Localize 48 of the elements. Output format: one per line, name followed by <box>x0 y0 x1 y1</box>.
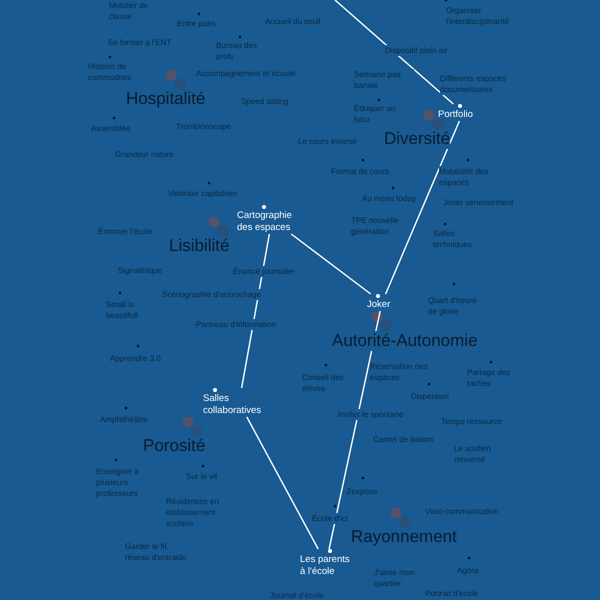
idea-label: Temps ressource <box>441 416 502 427</box>
idea-label: Énoncer l'école <box>98 226 152 237</box>
category-heading: Diversité <box>384 129 450 149</box>
idea-label: Valoriser capitaliser <box>168 188 238 199</box>
idea-label: Bureau des profs <box>216 40 260 62</box>
waypoint-node: Joker <box>367 294 397 311</box>
idea-label: Dispositif plein air <box>385 45 448 56</box>
idea-label: Speed dating <box>241 96 288 107</box>
category-heading: Autorité-Autonomie <box>332 331 478 351</box>
idea-label: Format de cours <box>331 166 390 177</box>
idea-label: Grandeur nature <box>115 149 174 160</box>
connector-line <box>290 233 372 295</box>
waypoint-node: Salles collaboratives <box>203 388 275 417</box>
idea-label: Jouer sérieusement <box>443 197 514 208</box>
idea-label: Sur le vif <box>186 471 218 482</box>
idea-label: Le cours inversé <box>298 136 357 147</box>
idea-label: Trombinoscope <box>176 121 231 132</box>
idea-label: Entre pairs <box>177 18 216 29</box>
idea-label: Signalétique <box>118 265 162 276</box>
idea-label: École d'ici <box>312 513 348 524</box>
idea-label: Inviter le spontané <box>338 409 404 420</box>
idea-label: Énoncé journalier <box>233 266 296 277</box>
idea-label: Agora <box>457 565 478 576</box>
idea-label: Scénographie d'accrochage <box>162 289 261 300</box>
waypoint-node: Les parents à l'école <box>300 549 352 578</box>
waypoint-node: Portfolio <box>438 104 488 121</box>
idea-label: Accueil du seuil <box>265 16 321 27</box>
idea-label: Journal d'école <box>270 590 324 600</box>
idea-label: Au menu today <box>362 193 416 204</box>
idea-label: Accompagnement et écoute <box>196 68 296 79</box>
idea-label: Portrait d'école <box>425 588 478 599</box>
waypoint-node: Cartographie des espaces <box>237 205 307 234</box>
idea-label: Panneau d'information <box>196 319 276 330</box>
category-heading: Rayonnement <box>351 527 457 547</box>
idea-label: Semaine pas banale <box>354 69 414 91</box>
idea-label: Se former à l'ENT <box>108 37 172 48</box>
connector-line <box>334 0 454 105</box>
idea-label: Carnet de liaison <box>373 434 434 445</box>
category-heading: Hospitalité <box>126 89 206 109</box>
idea-label: Dispersion <box>411 391 449 402</box>
idea-label: J'expose <box>346 486 378 497</box>
idea-label: Visio-communication <box>425 506 499 517</box>
connector-line <box>246 416 319 550</box>
idea-label: Assemblée <box>91 123 131 134</box>
idea-label: Enseigner à plusieurs professeurs <box>96 466 142 499</box>
idea-label: Apprendre 3.0 <box>110 353 161 364</box>
connector-line <box>384 120 460 294</box>
idea-label: Amphithéâtre <box>100 414 148 425</box>
